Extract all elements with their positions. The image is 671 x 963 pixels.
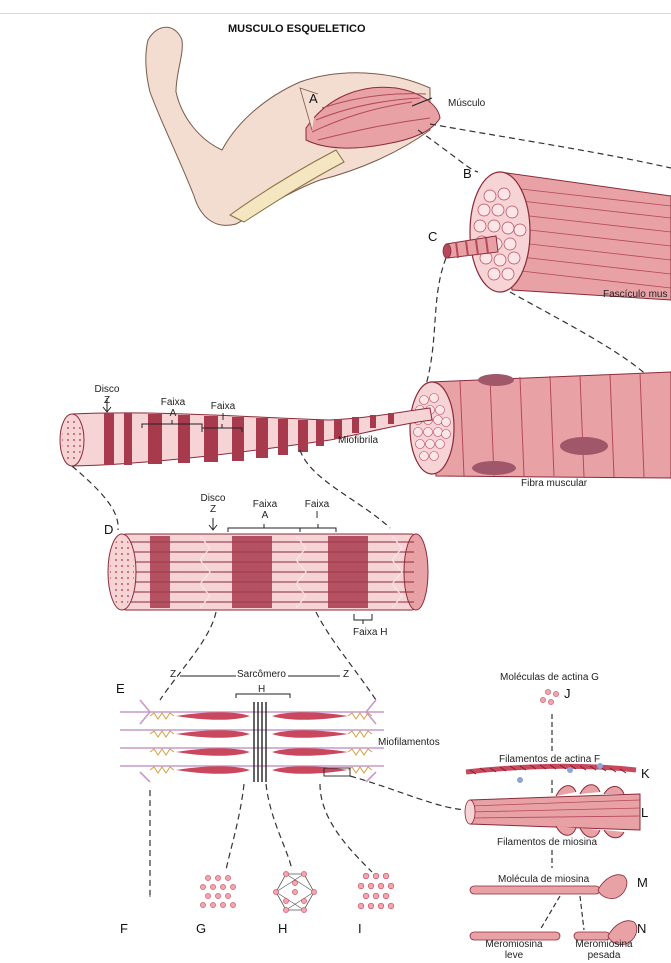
- letter-h: H: [278, 922, 287, 936]
- actin-g-molecules: [540, 689, 558, 704]
- cross-section-f: [149, 895, 151, 897]
- label-moleculas-actina-g: Moléculas de actina G: [500, 673, 599, 684]
- label-z-right: Z: [343, 670, 349, 681]
- letter-d: D: [104, 523, 113, 537]
- letter-c: C: [428, 230, 437, 244]
- fascicle-illustration: [443, 172, 671, 300]
- letter-n: N: [637, 922, 646, 936]
- actin-f-filament: [466, 763, 636, 783]
- connector-e-sections: [150, 776, 470, 895]
- connector-d-e: [160, 612, 376, 700]
- cross-section-i: [358, 873, 394, 909]
- label-fibra-muscular: Fibra muscular: [521, 479, 587, 490]
- cross-section-h: [273, 871, 316, 912]
- letter-l: L: [641, 806, 648, 820]
- muscle-fiber-illustration: [410, 372, 671, 478]
- myofibril-detail-illustration: [108, 518, 428, 624]
- letter-e: E: [116, 682, 125, 696]
- label-filamentos-miosina: Filamentos de miosina: [497, 838, 597, 849]
- diagram-title: MUSCULO ESQUELETICO: [228, 24, 366, 36]
- label-faixa-h: Faixa H: [353, 628, 387, 639]
- label-musculo: Músculo: [448, 99, 485, 110]
- label-h-band: H: [258, 685, 265, 696]
- letter-m: M: [637, 876, 648, 890]
- letter-b: B: [463, 167, 472, 181]
- label-fasciculo: Fascículo mus: [603, 290, 667, 301]
- connector-m-n: [540, 896, 584, 930]
- cross-section-g: [200, 875, 235, 907]
- label-molecula-miosina: Molécula de miosina: [498, 875, 589, 886]
- letter-i: I: [358, 922, 362, 936]
- label-miofilamentos: Miofilamentos: [378, 738, 440, 749]
- label-z-left: Z: [170, 670, 176, 681]
- label-sarcomero: Sarcômero: [237, 670, 286, 681]
- myofibril-illustration: [60, 398, 432, 466]
- letter-g: G: [196, 922, 206, 936]
- letter-k: K: [641, 767, 650, 781]
- letter-a: A: [309, 92, 318, 106]
- letter-f: F: [120, 922, 128, 936]
- label-miofibrila: Miofibrila: [338, 436, 378, 447]
- label-filamentos-actina-f: Filamentos de actina F: [499, 755, 600, 766]
- connector-a-b: [418, 124, 671, 172]
- arm-illustration: [146, 27, 440, 225]
- letter-j: J: [564, 687, 571, 701]
- sarcomere-illustration: [120, 676, 384, 782]
